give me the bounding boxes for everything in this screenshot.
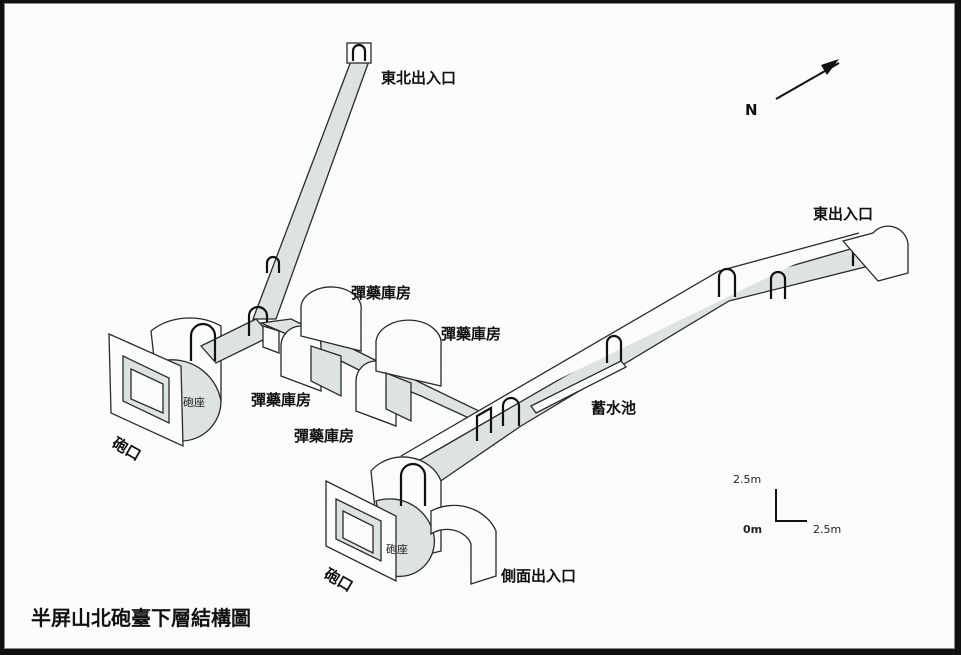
north-arrow-icon: N <box>745 59 840 119</box>
scale-horizontal-label: 2.5m <box>813 523 841 536</box>
magazine-label-3: 彈藥庫房 <box>251 391 311 409</box>
reservoir <box>530 360 628 414</box>
scale-bar: 2.5m 0m 2.5m <box>733 473 841 536</box>
northeast-entrance-label: 東北出入口 <box>381 69 456 87</box>
gun-emplacement-lower: 砲座 砲口 側面出入口 <box>320 456 576 595</box>
gun-port-label-2: 砲口 <box>320 564 356 595</box>
magazine-label-4: 彈藥庫房 <box>294 427 354 445</box>
gun-emplacement-left: 砲座 砲口 <box>108 305 273 464</box>
gun-seat-label-2: 砲座 <box>386 542 408 556</box>
magazine-label-2: 彈藥庫房 <box>441 325 501 343</box>
side-entrance-label: 側面出入口 <box>500 567 576 585</box>
reservoir-label: 蓄水池 <box>591 399 636 417</box>
gun-seat-label-1: 砲座 <box>183 395 205 409</box>
north-label: N <box>745 101 758 119</box>
diagram-title: 半屏山北砲臺下層結構圖 <box>31 606 251 630</box>
east-tunnel: 蓄水池 東出入口 <box>399 205 909 492</box>
fortress-structure-diagram: 砲座 砲口 彈藥庫房 彈藥庫房 彈藥庫房 彈藥庫房 蓄水池 東出入口 <box>31 42 909 630</box>
northeast-tunnel <box>252 42 372 320</box>
gun-port-label-1: 砲口 <box>108 433 144 464</box>
diagram-frame: 砲座 砲口 彈藥庫房 彈藥庫房 彈藥庫房 彈藥庫房 蓄水池 東出入口 <box>4 3 955 649</box>
magazine-label-1: 彈藥庫房 <box>351 284 411 302</box>
scale-origin-label: 0m <box>743 523 762 536</box>
east-entrance-label: 東出入口 <box>813 205 873 223</box>
magazines: 彈藥庫房 彈藥庫房 彈藥庫房 彈藥庫房 <box>251 284 501 445</box>
scale-vertical-label: 2.5m <box>733 473 761 486</box>
